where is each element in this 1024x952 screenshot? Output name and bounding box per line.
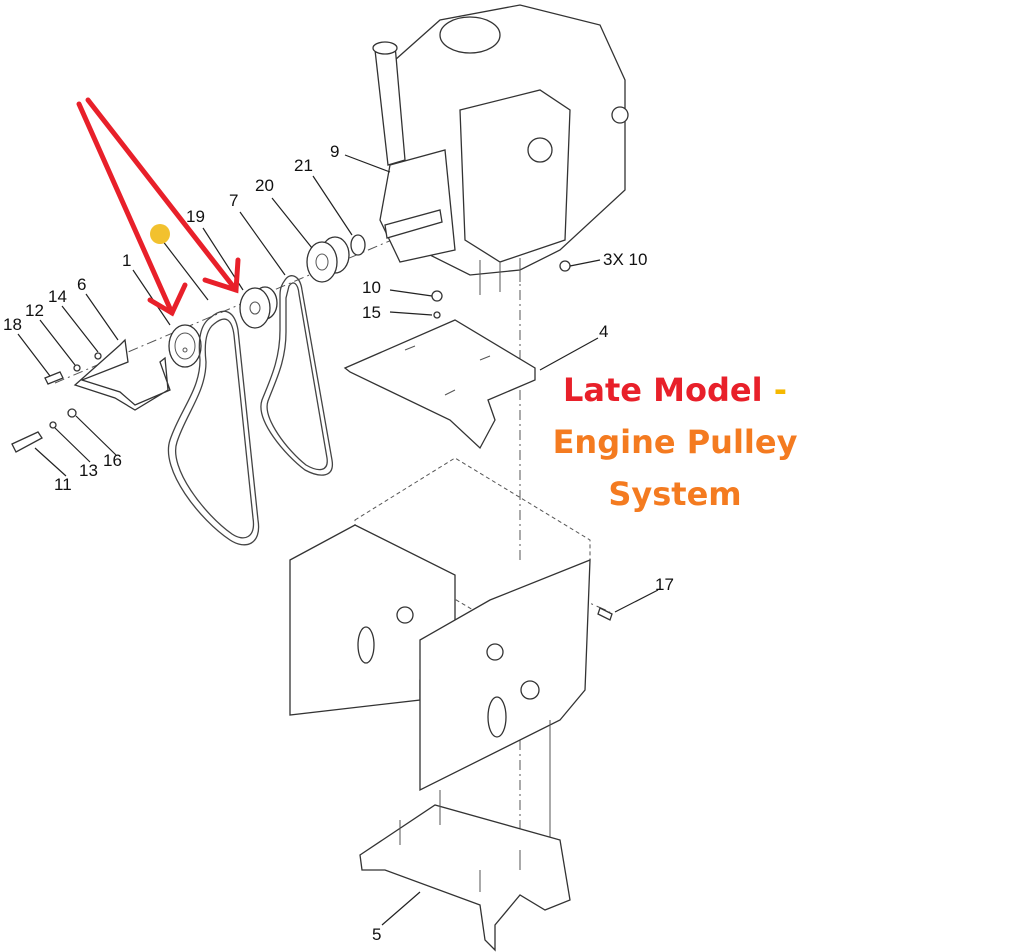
bolt-18 xyxy=(44,371,64,385)
callout-18: 18 xyxy=(3,315,22,334)
pulley-21 xyxy=(350,234,366,256)
idler-bracket xyxy=(73,338,171,411)
callout-1: 1 xyxy=(122,251,131,270)
highlight-marker xyxy=(150,224,170,244)
pulley-20 xyxy=(306,236,350,283)
callout-10: 10 xyxy=(362,278,381,297)
arrow-to-pulley-19 xyxy=(85,97,241,294)
title-system: System xyxy=(608,475,742,513)
plate-5 xyxy=(359,804,571,952)
callout-4: 4 xyxy=(599,322,608,341)
bolt-11 xyxy=(11,431,43,453)
title-dash: - xyxy=(773,371,787,409)
engine xyxy=(372,4,629,295)
plate-4 xyxy=(343,319,536,450)
callout-15: 15 xyxy=(362,303,381,322)
callout-6: 6 xyxy=(77,275,86,294)
diagram-title: Late Model - Engine Pulley System xyxy=(525,364,825,520)
title-engine-pulley: Engine Pulley xyxy=(552,423,798,461)
callout-16: 16 xyxy=(103,451,122,470)
callout-20: 20 xyxy=(255,176,274,195)
belt-inner xyxy=(260,275,333,476)
title-late-model: Late Model xyxy=(563,371,763,409)
callout-13: 13 xyxy=(79,461,98,480)
belt-outer xyxy=(167,310,260,546)
callout-17: 17 xyxy=(655,575,674,594)
pulley-1 xyxy=(168,324,202,368)
callout-7: 7 xyxy=(229,191,238,210)
arrow-to-pulley-1 xyxy=(76,101,188,317)
callout-12: 12 xyxy=(25,301,44,320)
callout-11: 11 xyxy=(54,475,72,494)
callout-3x10: 3X 10 xyxy=(603,250,647,269)
callout-19: 19 xyxy=(186,207,205,226)
pulley-19 xyxy=(239,286,278,329)
callout-21: 21 xyxy=(294,156,313,175)
callout-5: 5 xyxy=(372,925,381,944)
callout-14: 14 xyxy=(48,287,67,306)
frame xyxy=(289,457,591,840)
callout-9: 9 xyxy=(330,142,339,161)
